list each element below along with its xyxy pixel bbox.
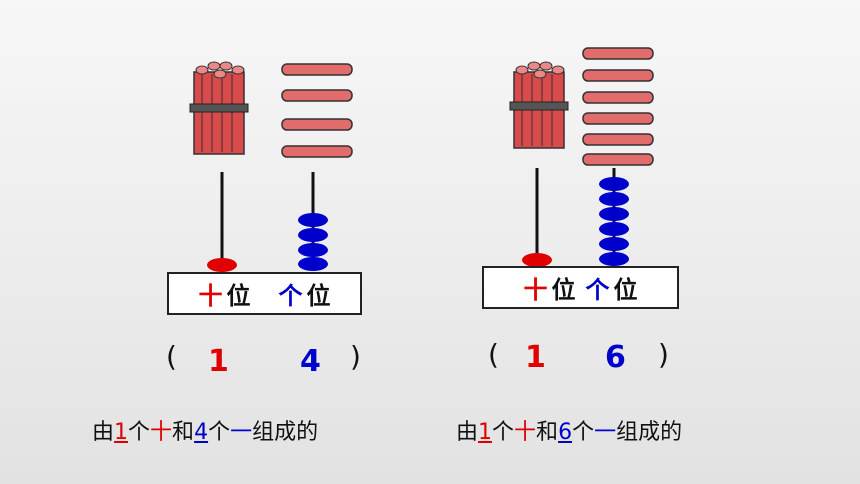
close-paren: ) — [350, 340, 361, 373]
sentence-text: 个 — [572, 420, 595, 445]
left-panel: 十 位 个 位 ( 1 4 ) 由1个十和4个一组成的 — [92, 61, 362, 446]
ten-word: 十 — [150, 420, 173, 445]
sentence-text: 由 — [456, 420, 479, 445]
ones-count: 6 — [558, 420, 573, 445]
tens-digit: 1 — [208, 344, 229, 379]
tens-bead — [207, 258, 237, 272]
sentence-text: 和 — [172, 420, 195, 445]
composition-sentence: 由1个十和6个一组成的 — [456, 414, 682, 446]
one-word: 一 — [594, 420, 617, 445]
composition-sentence: 由1个十和4个一组成的 — [92, 414, 318, 446]
ten-word: 十 — [514, 420, 537, 445]
right-panel: 十 位 个 位 ( 1 6 ) 由1个十和6个一组成的 — [430, 0, 860, 484]
ones-count: 4 — [194, 420, 209, 445]
open-paren: ( — [488, 338, 499, 371]
one-word: 一 — [230, 420, 253, 445]
ones-char: 个 — [278, 282, 303, 310]
left-illustration — [189, 61, 353, 272]
tens-char: 十 — [523, 276, 548, 304]
ones-digit: 4 — [300, 344, 321, 379]
sentence-text: 和 — [536, 420, 559, 445]
tens-digit: 1 — [525, 340, 546, 375]
ones-place-word: 位 — [613, 276, 638, 304]
right-illustration — [509, 47, 654, 267]
tens-bead — [522, 253, 552, 267]
tens-count: 1 — [114, 420, 129, 445]
sentence-text: 组成的 — [252, 420, 319, 445]
open-paren: ( — [166, 340, 177, 373]
sentence-text: 个 — [128, 420, 151, 445]
sentence-text: 由 — [92, 420, 115, 445]
sentence-text: 个 — [208, 420, 231, 445]
place-value-label: 十 位 个 位 — [482, 266, 679, 309]
close-paren: ) — [658, 338, 669, 371]
ones-char: 个 — [585, 276, 610, 304]
tens-place-word: 位 — [551, 276, 576, 304]
place-value-label: 十 位 个 位 — [167, 272, 362, 315]
ones-place-word: 位 — [306, 282, 331, 310]
tens-count: 1 — [478, 420, 493, 445]
stick-bundle — [509, 61, 569, 149]
single-sticks — [582, 47, 654, 166]
tens-place-word: 位 — [226, 282, 251, 310]
ones-beads — [298, 213, 328, 271]
single-sticks — [281, 63, 353, 158]
stick-bundle — [189, 61, 249, 155]
sentence-text: 个 — [492, 420, 515, 445]
sentence-text: 组成的 — [616, 420, 683, 445]
ones-beads — [599, 177, 629, 266]
ones-digit: 6 — [605, 340, 626, 375]
tens-char: 十 — [198, 282, 223, 310]
